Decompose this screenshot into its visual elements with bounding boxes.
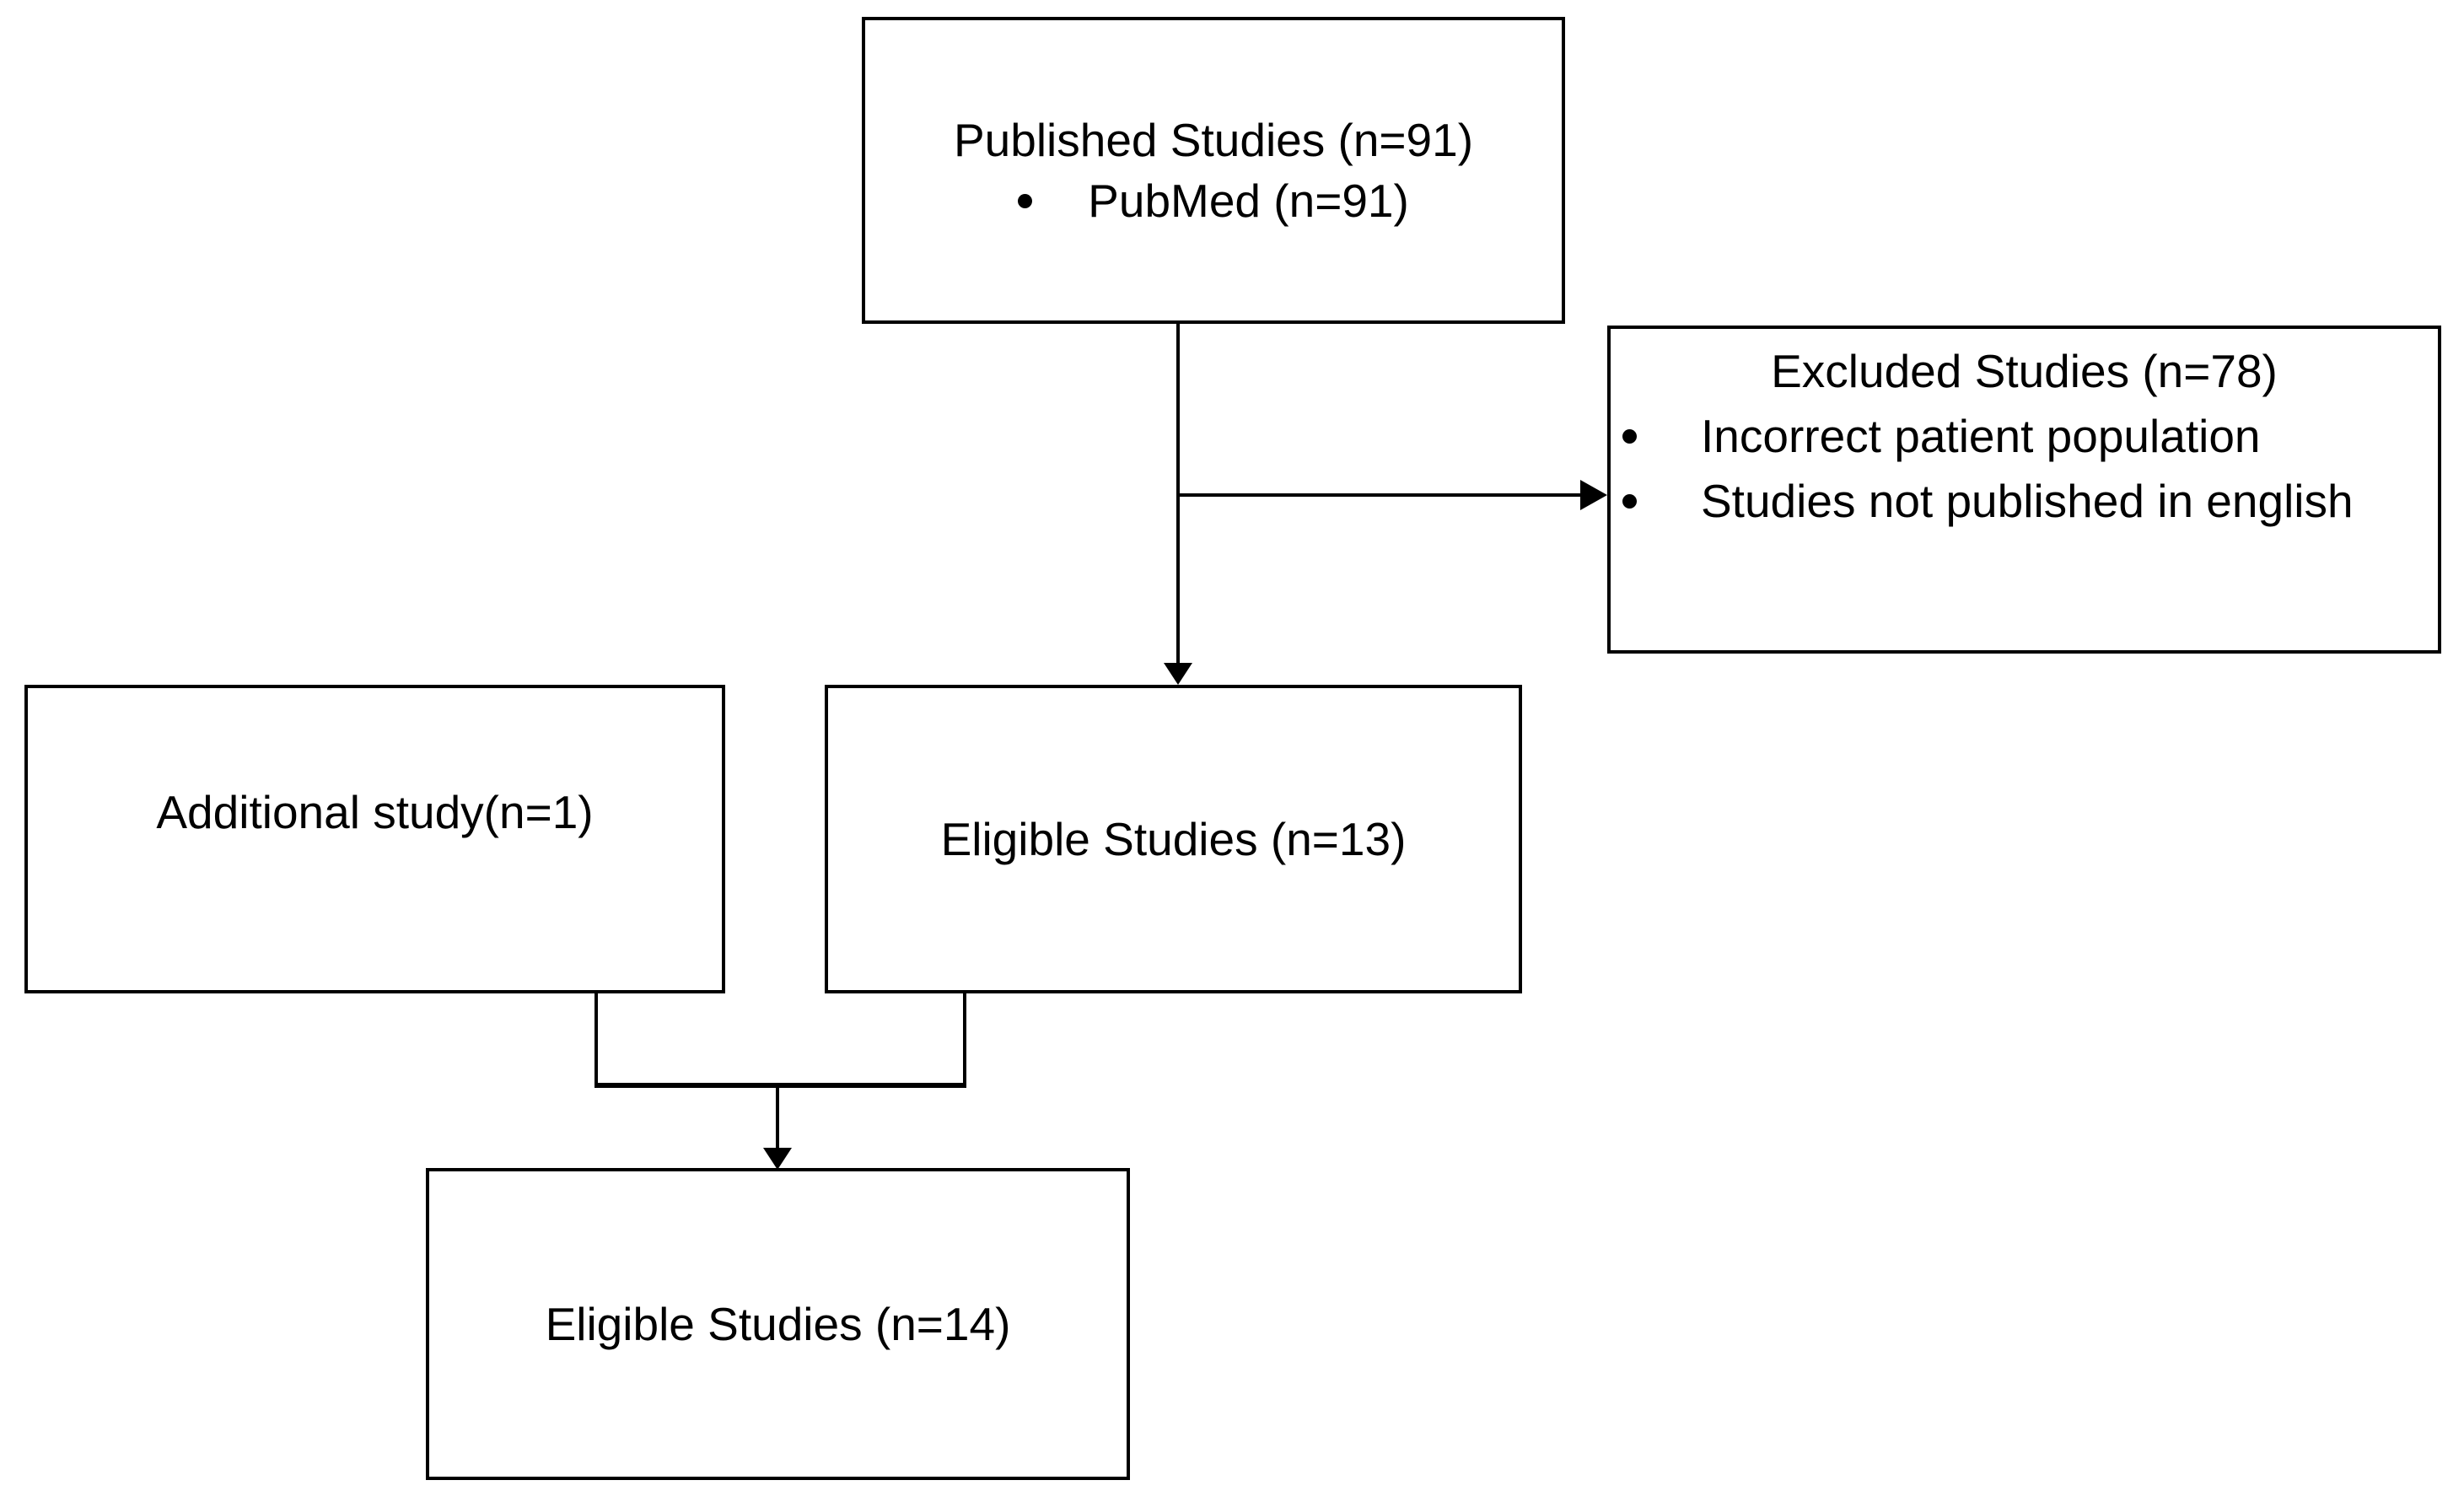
arrowhead-right-icon [1580,480,1607,510]
box-excluded-studies: Excluded Studies (n=78) Incorrect patien… [1607,326,2441,654]
additional-study-title: Additional study(n=1) [156,786,594,838]
box-additional-study: Additional study(n=1) [24,685,725,993]
published-studies-title: Published Studies (n=91) [953,114,1474,166]
arrowhead-down-icon [1164,663,1192,685]
arrowhead-down-icon [763,1148,792,1170]
excluded-studies-bullet-2-label: Studies not published in english [1701,475,2354,527]
bullet-dot-icon [1622,494,1637,509]
excluded-studies-bullet-1-label: Incorrect patient population [1701,410,2261,462]
connector-additional-down [594,993,598,1088]
published-studies-bullet-label: PubMed (n=91) [1088,175,1409,227]
connector-branch-to-excluded [1178,493,1580,497]
box-published-studies: Published Studies (n=91) PubMed (n=91) [862,17,1565,324]
excluded-studies-bullet-2: Studies not published in english [1611,469,2438,534]
box-eligible-studies-13: Eligible Studies (n=13) [825,685,1522,993]
box-eligible-studies-14: Eligible Studies (n=14) [426,1168,1130,1480]
connector-eligible13-down [963,993,966,1088]
connector-merge-junction [594,1083,966,1088]
excluded-studies-bullet-1: Incorrect patient population [1611,404,2438,469]
bullet-dot-icon [1018,193,1033,208]
connector-merge-to-eligible14 [776,1088,779,1149]
eligible-studies-14-title: Eligible Studies (n=14) [545,1298,1011,1350]
published-studies-bullet: PubMed (n=91) [1018,170,1409,231]
bullet-dot-icon [1622,429,1637,444]
excluded-studies-title: Excluded Studies (n=78) [1771,345,2278,397]
eligible-studies-13-title: Eligible Studies (n=13) [940,813,1407,865]
